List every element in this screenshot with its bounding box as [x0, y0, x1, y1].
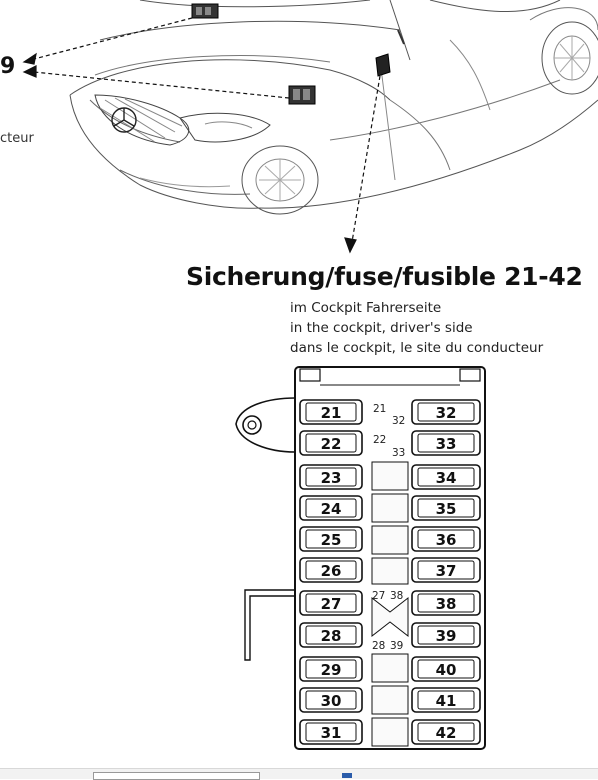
fuse-slot-21: 21 [299, 399, 363, 425]
pin-label-39: 39 [390, 640, 403, 652]
fuse-label-40: 40 [436, 661, 457, 679]
fuse-label-34: 34 [436, 469, 457, 487]
car-illustration [69, 0, 598, 215]
fuse-slot-35: 35 [411, 495, 481, 521]
cropped-caption-text: cteur [0, 131, 34, 146]
fuse-label-33: 33 [436, 435, 457, 453]
fuse-label-22: 22 [321, 435, 342, 453]
fusebox-marker-cockpit [375, 29, 405, 77]
fuse-slot-41: 41 [411, 687, 481, 713]
bottom-toolbar [0, 768, 598, 779]
fuse-slot-34: 34 [411, 464, 481, 490]
fuse-slot-30: 30 [299, 687, 363, 713]
fusebox-marker-top [191, 3, 219, 19]
fuse-slot-29: 29 [299, 656, 363, 682]
subtitle-french: dans le cockpit, le site du conducteur [290, 340, 544, 356]
fuse-label-41: 41 [436, 692, 457, 710]
fuse-slot-38: 38 [411, 590, 481, 616]
fuse-label-27: 27 [321, 595, 342, 613]
fuse-label-32: 32 [436, 404, 457, 422]
bottom-input-field[interactable] [93, 772, 260, 780]
fuse-label-29: 29 [321, 661, 342, 679]
fuse-slot-23: 23 [299, 464, 363, 490]
fuse-slot-33: 33 [411, 430, 481, 456]
callout-number: 9 [0, 54, 16, 79]
fuse-label-35: 35 [436, 500, 457, 518]
fuse-slot-31: 31 [299, 719, 363, 745]
pin-label-22: 22 [373, 434, 386, 446]
fuse-slot-40: 40 [411, 656, 481, 682]
subtitle-german: im Cockpit Fahrerseite [290, 300, 442, 316]
pin-label-38: 38 [390, 590, 403, 602]
fuse-diagram-title: Sicherung/fuse/fusible 21-42 [186, 262, 583, 291]
fuse-label-37: 37 [436, 562, 457, 580]
fuse-label-36: 36 [436, 531, 457, 549]
fuse-slot-25: 25 [299, 526, 363, 552]
toolbar-icon[interactable] [342, 773, 352, 778]
fuse-label-31: 31 [321, 724, 342, 742]
fuse-slot-37: 37 [411, 557, 481, 583]
fuse-label-28: 28 [321, 627, 342, 645]
pin-label-21: 21 [373, 403, 386, 415]
pin-label-33: 33 [392, 447, 405, 459]
fuse-slot-28: 28 [299, 622, 363, 648]
fuse-box [235, 366, 486, 750]
fuse-slot-39: 39 [411, 622, 481, 648]
fuse-label-42: 42 [436, 724, 457, 742]
fuse-label-38: 38 [436, 595, 457, 613]
fuse-slot-36: 36 [411, 526, 481, 552]
fuse-slot-32: 32 [411, 399, 481, 425]
fuse-slot-42: 42 [411, 719, 481, 745]
pin-labels: 21 32 22 33 27 38 28 39 [372, 403, 405, 652]
mercedes-star-icon [111, 107, 137, 133]
callout-arrows [22, 17, 381, 254]
fuse-label-39: 39 [436, 627, 457, 645]
fuse-label-30: 30 [321, 692, 342, 710]
fusebox-marker-front [288, 85, 316, 105]
fuse-label-23: 23 [321, 469, 342, 487]
pin-label-28: 28 [372, 640, 385, 652]
subtitle-english: in the cockpit, driver's side [290, 320, 473, 336]
fuse-slot-27: 27 [299, 590, 363, 616]
pin-label-32: 32 [392, 415, 405, 427]
fuse-label-25: 25 [321, 531, 342, 549]
fuse-slot-22: 22 [299, 430, 363, 456]
fuse-label-21: 21 [321, 404, 342, 422]
fuse-slot-26: 26 [299, 557, 363, 583]
pin-label-27: 27 [372, 590, 385, 602]
fuse-slot-24: 24 [299, 495, 363, 521]
fuse-label-24: 24 [321, 500, 342, 518]
fuse-label-26: 26 [321, 562, 342, 580]
